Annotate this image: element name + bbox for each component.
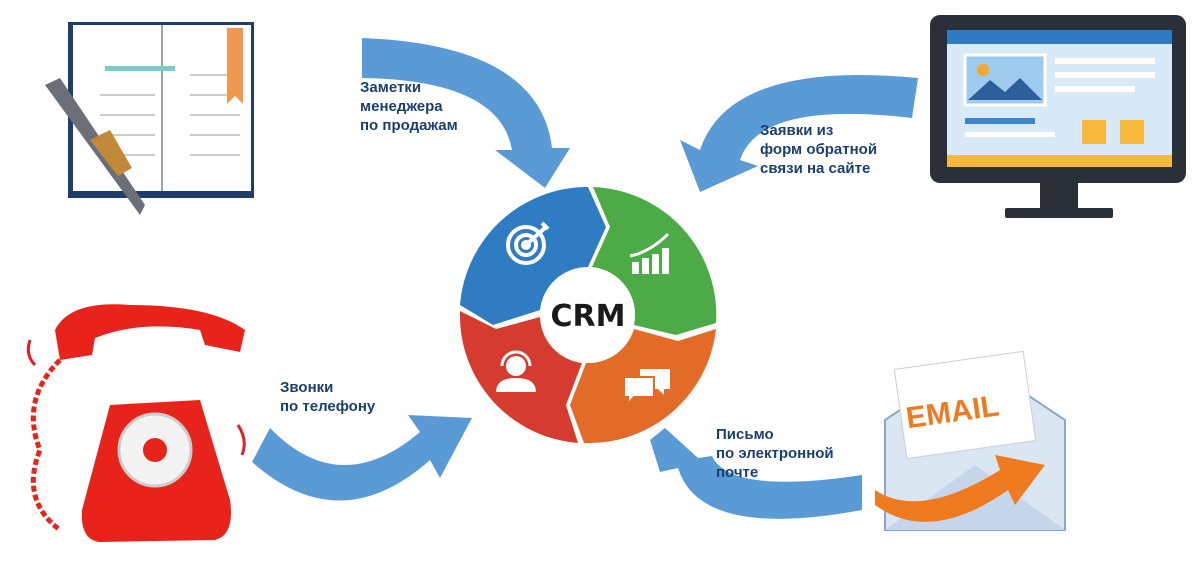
crm-ring: CRM [459,186,717,444]
arrow-email-to-crm [650,428,862,519]
ring-segment-support [459,311,582,443]
arrow-webforms-to-crm [680,75,918,192]
label-calls: Звонки по телефону [280,379,376,415]
label-notes: Заметки менеджера по продажам [360,79,458,134]
monitor-website-icon [930,15,1186,218]
growth-chart-icon [629,232,670,274]
arrow-notes-to-crm [362,38,570,188]
chat-bubbles-icon [623,369,670,407]
arrow-calls-to-crm [252,415,472,501]
ring-segment-target [460,186,606,325]
label-email: Письмо по электронной почте [716,426,834,481]
notebook-pen-icon [45,22,254,215]
label-web-forms: Заявки из форм обратной связи на сайте [760,122,878,177]
crm-center-label: CRM [551,299,626,334]
target-icon [506,221,550,265]
headset-operator-icon [496,350,536,392]
email-envelope-icon: EMAIL [875,350,1066,531]
telephone-icon [26,304,246,542]
